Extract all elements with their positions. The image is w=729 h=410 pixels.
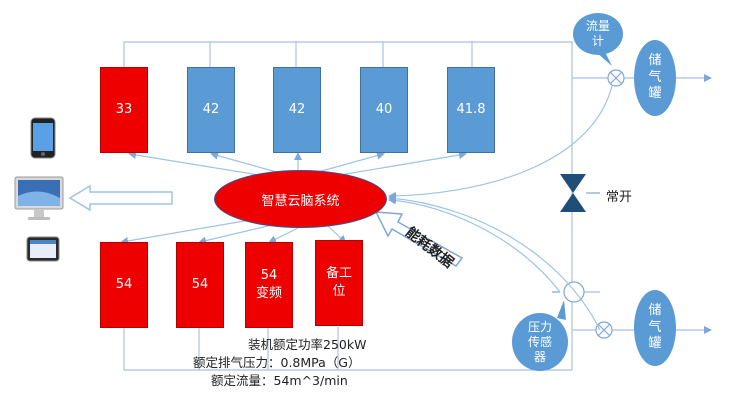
- storage-tank-bottom: 储气罐: [634, 290, 676, 366]
- compressor-box-2: 42: [187, 67, 235, 153]
- compressor-box-6: 54: [100, 242, 148, 328]
- compressor-value-2: 42: [202, 102, 220, 118]
- spec-rated-pressure: 额定排气压力：0.8MPa（G）: [193, 355, 361, 370]
- compressor-box-3: 42: [273, 67, 321, 153]
- compressor-box-4: 40: [360, 67, 408, 153]
- tank-bottom-line2: 气: [648, 319, 662, 335]
- compressor-label-8-line2: 变频: [255, 286, 282, 301]
- standby-label-line1: 备工: [325, 266, 352, 282]
- standby-label-line2: 位: [332, 284, 346, 299]
- pressure-sensor-bubble: 压力传感器: [512, 313, 568, 371]
- compressor-value-3: 42: [288, 102, 306, 118]
- compressor-label-8-line1: 54: [260, 268, 278, 284]
- compressor-box-standby: 备工位: [315, 240, 363, 326]
- phone-icon: [30, 117, 56, 159]
- compressor-box-8: 54 变频: [245, 242, 293, 328]
- desktop-computer-icon: [14, 176, 64, 220]
- tank-bottom-line3: 罐: [648, 336, 662, 352]
- spec-rated-power: 装机额定功率250kW: [248, 337, 367, 352]
- tank-top-line1: 储: [648, 52, 662, 68]
- compressor-value-1: 33: [115, 102, 133, 118]
- flowmeter-label-line2: 计: [591, 34, 604, 48]
- pressure-label-line3: 器: [533, 349, 546, 364]
- output-arrow: [68, 184, 173, 212]
- compressor-value-5: 41.8: [456, 102, 486, 118]
- valve-icon-bottom: [560, 193, 586, 212]
- tank-top-line2: 气: [648, 69, 662, 85]
- valve-normally-open-label: 常开: [606, 190, 633, 205]
- tank-top-line3: 罐: [648, 86, 662, 102]
- smart-cloud-brain-system: 智慧云脑系统: [214, 170, 387, 228]
- storage-tank-top: 储气罐: [634, 40, 676, 116]
- pressure-label-line2: 传感: [527, 334, 552, 349]
- compressor-label-7: 54: [191, 277, 209, 293]
- flowmeter-label-line1: 流量: [585, 19, 610, 33]
- compressor-label-6: 54: [115, 277, 133, 293]
- valve-icon-top: [560, 174, 586, 193]
- tablet-icon: [26, 236, 60, 262]
- spec-rated-flow: 额定流量：54m^3/min: [211, 373, 348, 388]
- pressure-label-line1: 压力: [527, 319, 552, 334]
- flowmeter-bubble: 流量计: [573, 13, 623, 55]
- compressor-value-4: 40: [375, 102, 393, 118]
- compressor-box-5: 41.8: [447, 67, 495, 153]
- compressor-box-7: 54: [176, 242, 224, 328]
- tank-bottom-line1: 储: [648, 302, 662, 318]
- brain-label: 智慧云脑系统: [261, 193, 340, 209]
- energy-data-arrow: [374, 211, 464, 267]
- compressor-box-1: 33: [100, 67, 148, 153]
